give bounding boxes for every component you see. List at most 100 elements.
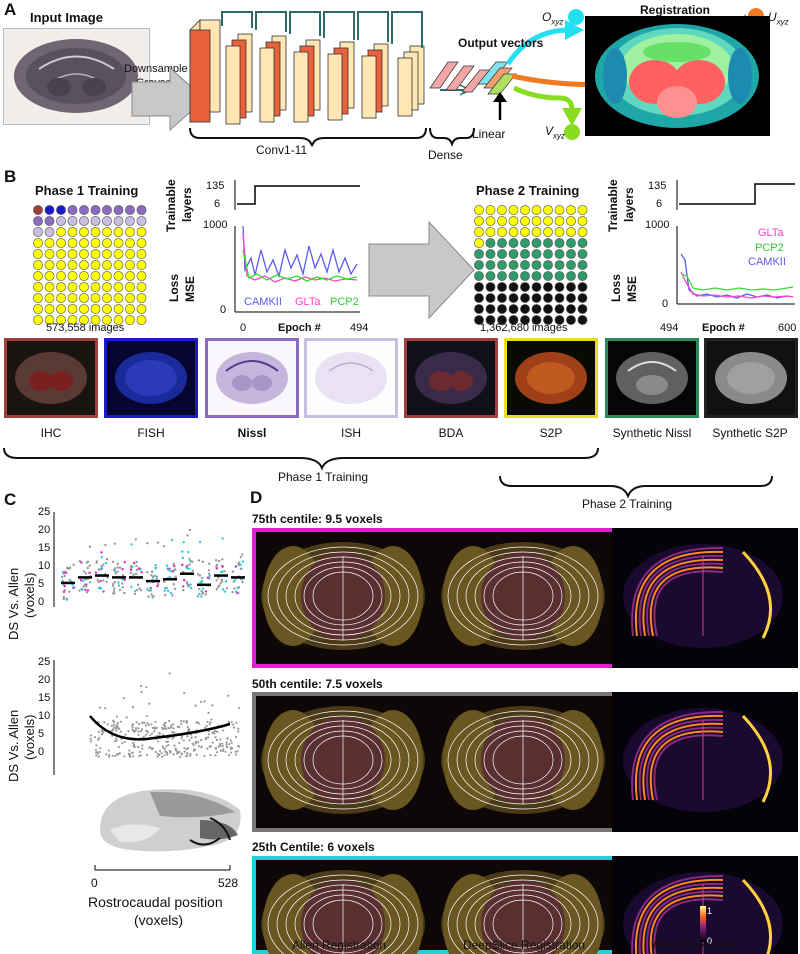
v-arrow (512, 85, 575, 111)
phase2-dot (474, 216, 484, 226)
phase2-dot (531, 293, 542, 303)
phase1-dot (44, 205, 55, 215)
phase1-dot (90, 304, 101, 314)
phase2-dot (543, 282, 553, 292)
c-bot-point (161, 733, 165, 736)
c-top-point (68, 590, 71, 593)
ratio-hot-edge (741, 878, 773, 954)
caption-ish: ISH (340, 426, 361, 440)
c-top-point (151, 575, 155, 579)
c-top-point (67, 567, 70, 570)
c-bot-point (192, 744, 195, 747)
col3-label: Allen/DeepSlice (652, 938, 737, 952)
phase1-dot (56, 260, 66, 270)
c-top-point (171, 594, 174, 597)
phase1-dot (90, 293, 101, 303)
c-bot-point (161, 726, 164, 729)
centile-25-label: 25th Centile: 6 voxels (252, 840, 375, 854)
c-bot-point (232, 723, 235, 726)
c-bot-point (131, 706, 135, 709)
c-top-point (173, 564, 176, 568)
c-top-point (123, 591, 126, 595)
phase1-dot (33, 238, 43, 248)
c-bot-point (118, 752, 121, 755)
c-bot-point (209, 745, 213, 748)
c-bot-point (150, 723, 153, 726)
panel-a-network-diagram (131, 8, 764, 148)
c-bot-point (211, 704, 214, 707)
c-bot-point (156, 755, 159, 758)
c-top-point (198, 574, 202, 577)
c-top-point (169, 569, 173, 573)
c-top-point (208, 577, 211, 580)
chart1-plot (234, 180, 360, 313)
phase2-dot (508, 249, 519, 259)
phase2-dot (485, 282, 496, 292)
phase2-dot (485, 315, 496, 325)
c-bot-point (180, 737, 183, 740)
c-top-point (117, 584, 121, 587)
c-bot-point (217, 745, 220, 748)
c-top-point (170, 538, 174, 542)
c-top-point (111, 582, 115, 586)
c-top-point (215, 579, 218, 582)
dense-layers (429, 61, 491, 93)
c-bot-point (222, 729, 225, 732)
c-bot-point (222, 749, 225, 752)
c-bot-point (121, 742, 124, 745)
phase1-dot (102, 249, 112, 259)
phase2-dot (508, 304, 519, 314)
c-bot-point (163, 726, 166, 730)
c-top-point (123, 560, 126, 564)
c-bot-point (173, 744, 176, 747)
phase2-dot (554, 260, 565, 270)
chart2-camkii-line (680, 253, 794, 299)
conv-layers (189, 19, 425, 125)
c-top-point (238, 561, 241, 564)
c-top-point (207, 562, 211, 565)
chart1-camkii-line (242, 225, 358, 279)
chart1-mse: MSE (183, 275, 197, 302)
training-braces (3, 447, 773, 499)
c-bot-ylabel2: (voxels) (22, 714, 37, 760)
caption-fish: FISH (137, 426, 165, 440)
c-bot-point (134, 729, 137, 733)
c-bot-point (148, 702, 151, 705)
c-top-point (145, 570, 149, 574)
c-top-point (140, 570, 143, 574)
c-tick-label: 5 (38, 728, 45, 740)
c-bot-point (100, 729, 103, 732)
c-bot-point (229, 751, 233, 754)
phase1-dot (44, 315, 55, 325)
c-top-point (219, 581, 222, 585)
phase2-dot (577, 205, 588, 215)
c-top-point (99, 587, 103, 590)
phase2-dot (531, 227, 542, 237)
c-bot-point (224, 750, 227, 753)
phase1-dot (90, 238, 101, 248)
c-top-point (241, 580, 244, 584)
phase2-dot (520, 304, 530, 314)
c-top-point (181, 556, 185, 560)
c-top-point (200, 595, 203, 598)
c-bot-point (139, 750, 142, 753)
c-xlabel2: (voxels) (134, 912, 184, 928)
c-tick-label: 0 (38, 596, 45, 608)
c-bot-point (157, 740, 160, 743)
phase1-dot (125, 271, 135, 281)
ratio-hot-edge (741, 714, 773, 803)
c-top-point (113, 587, 116, 590)
d-brain-images (261, 528, 798, 954)
c-top-point (149, 589, 153, 592)
c-bot-point (154, 750, 158, 754)
c-bot-point (115, 729, 118, 732)
c-bot-point (140, 728, 144, 731)
c-bot-point (206, 747, 209, 750)
scale-top: 1 (707, 906, 713, 916)
c-top-point (133, 590, 137, 593)
phase1-dot (90, 205, 101, 215)
c-top-point (62, 590, 66, 594)
phase2-dot (543, 304, 553, 314)
c-bot-point (207, 736, 210, 739)
phase1-dot (113, 304, 124, 314)
